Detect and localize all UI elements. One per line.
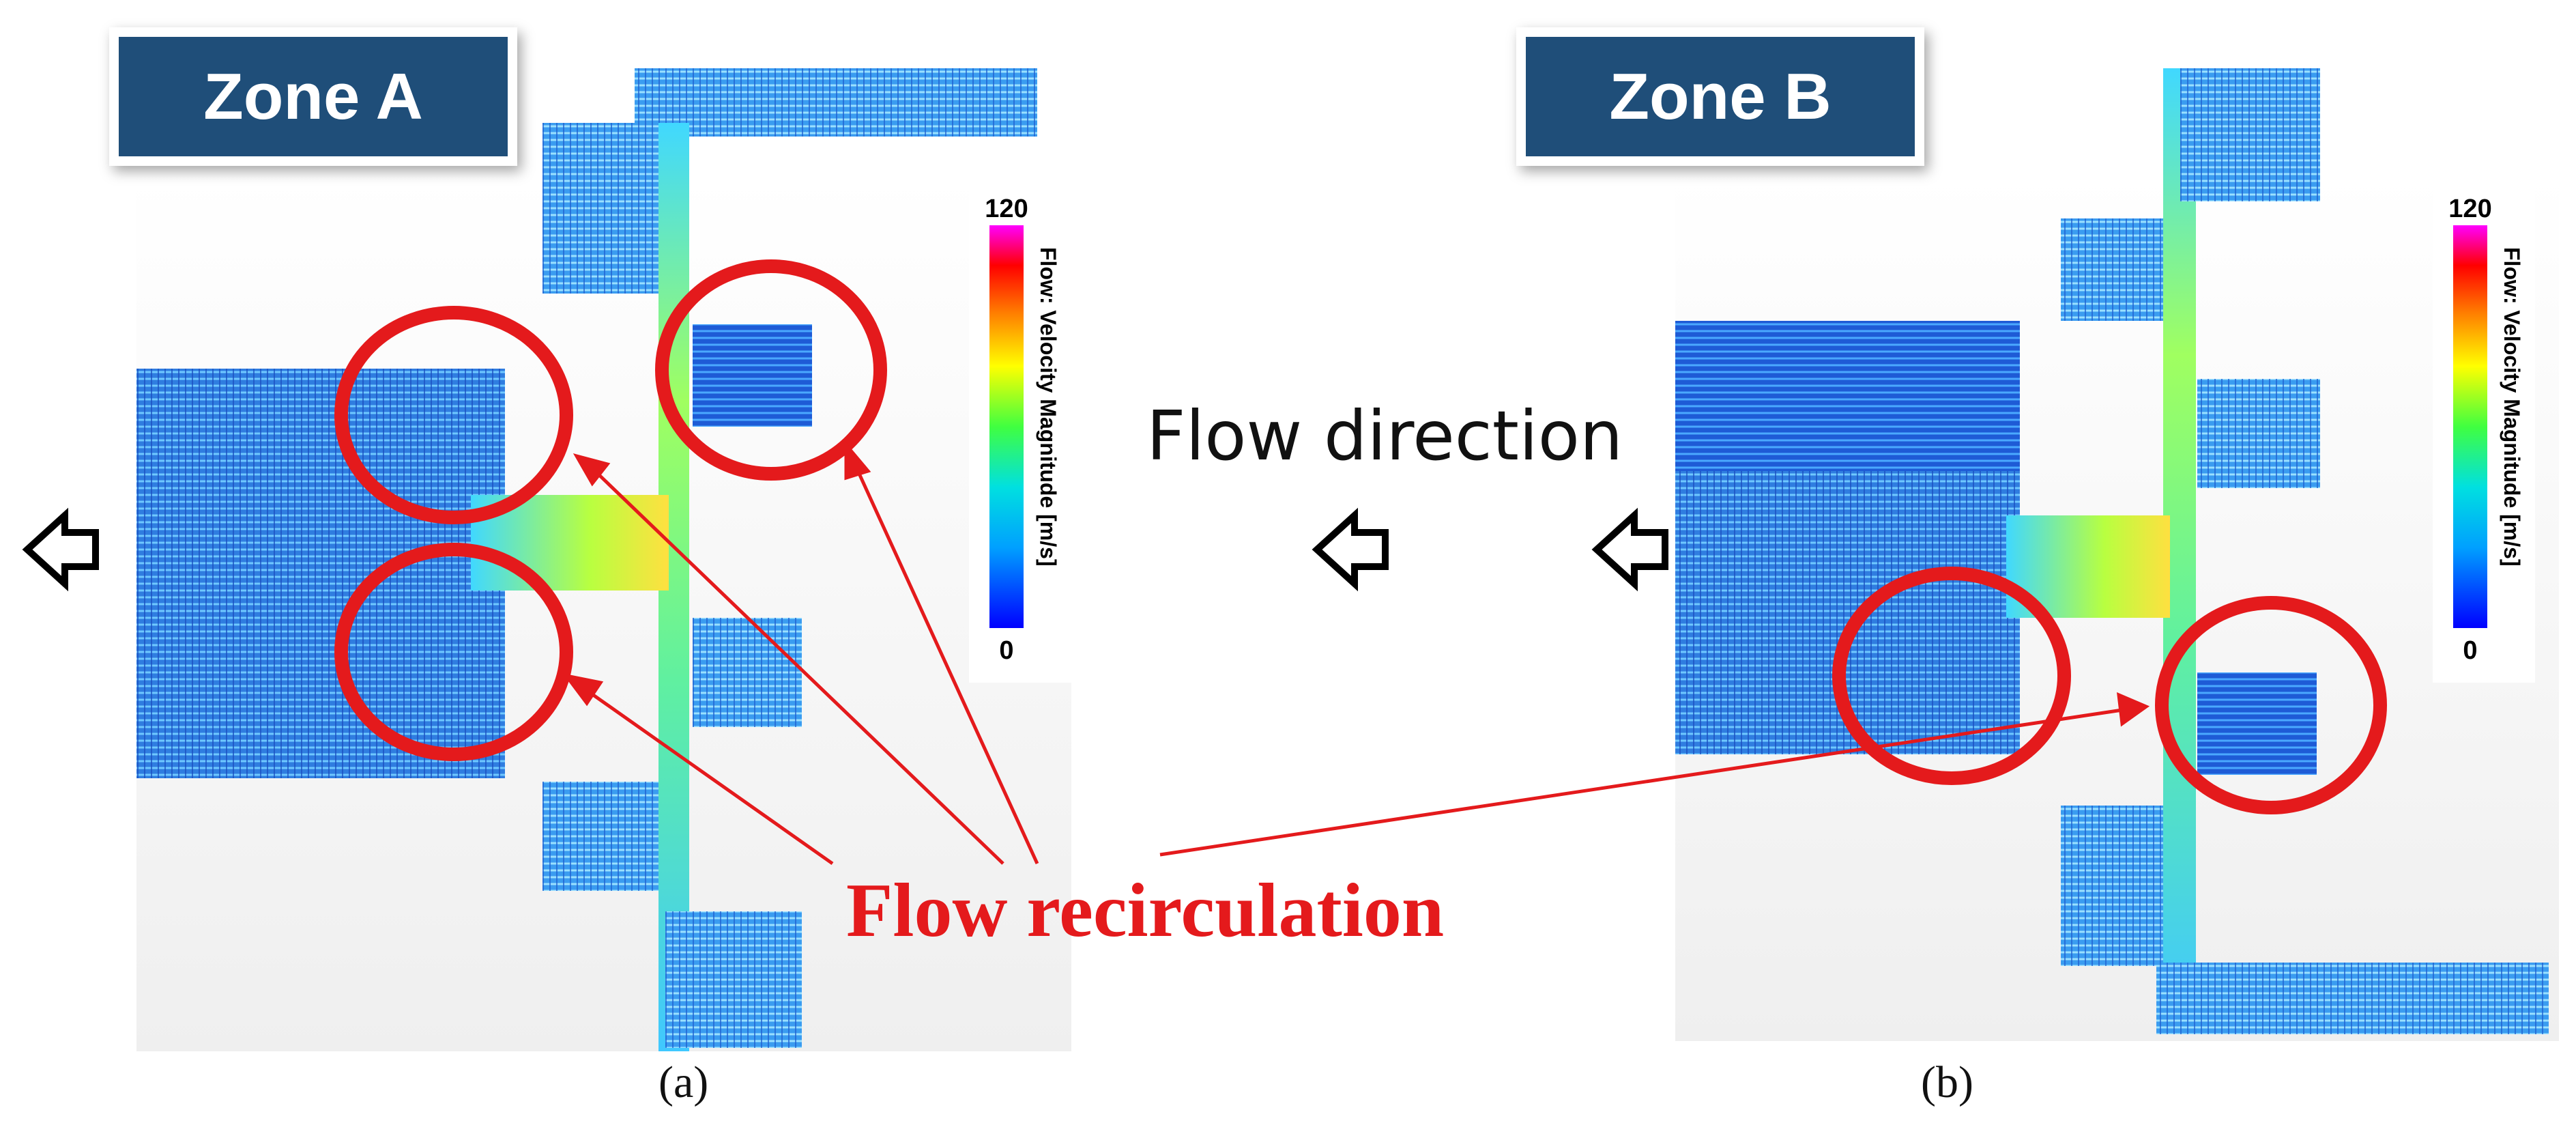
panel-a-duct-top (635, 68, 1037, 137)
panel-a: 120 0 Flow: Velocity Magnitude [m/s] (22, 68, 1071, 1051)
flow-recirculation-label: Flow recirculation (846, 868, 1445, 953)
panel-b-recirc-circle-chamber (1832, 567, 2071, 785)
panel-a-recirc-circle-upper (334, 306, 573, 524)
panel-a-legend-colorbar (989, 225, 1024, 628)
panel-a-caption: (a) (659, 1057, 709, 1107)
panel-b-branch-right (2197, 379, 2320, 488)
panel-b-main-chamber-upper (1675, 321, 2020, 471)
panel-b-velocity-legend: 120 0 Flow: Velocity Magnitude [m/s] (2433, 184, 2535, 683)
panel-a-legend-title: Flow: Velocity Magnitude [m/s] (1036, 247, 1060, 567)
panel-a-branch-upper-left (542, 123, 659, 294)
arrow-left-icon (1312, 507, 1389, 592)
arrow-to-b-box (1159, 708, 2123, 857)
zone-a-label: Zone A (109, 27, 517, 166)
arrowhead-b-box (2117, 692, 2150, 727)
panel-b-legend-min: 0 (2463, 636, 2477, 665)
zone-b-label: Zone B (1516, 27, 1924, 166)
arrowhead-a-lower (562, 673, 604, 707)
panel-b-branch-recirc-box (2197, 672, 2317, 775)
arrow-left-icon (1591, 507, 1668, 592)
panel-a-main-chamber (136, 369, 505, 778)
panel-a-branch-bottom (665, 911, 802, 1048)
panel-b-legend-colorbar (2453, 225, 2487, 628)
panel-a-recirc-circle-lower (334, 543, 573, 761)
flow-direction-label: Flow direction (1146, 396, 1623, 476)
panel-b-branch-top (2180, 68, 2320, 201)
panel-b-legend-title: Flow: Velocity Magnitude [m/s] (2500, 247, 2524, 567)
panel-a-recirc-circle-box (655, 259, 887, 481)
panel-a-velocity-legend: 120 0 Flow: Velocity Magnitude [m/s] (969, 184, 1071, 683)
arrow-to-a-lower (584, 687, 834, 866)
panel-a-branch-recirc-box (693, 324, 812, 427)
panel-b-caption: (b) (1921, 1057, 1973, 1107)
panel-b-duct-bottom (2156, 963, 2549, 1034)
panel-b-branch-upper-left (2061, 218, 2163, 321)
panel-a-branch-left-lower (542, 782, 659, 891)
panel-a-legend-min: 0 (999, 636, 1013, 665)
arrowhead-a-box (844, 440, 871, 481)
arrowhead-a-upper (573, 453, 611, 487)
arrow-to-a-box (854, 466, 1039, 865)
panel-a-branch-right-middle (693, 618, 802, 727)
panel-b: 120 0 Flow: Velocity Magnitude [m/s] (1312, 68, 2559, 1041)
arrow-left-icon (22, 507, 99, 592)
panel-b-branch-lower-left (2061, 806, 2163, 966)
arrow-to-a-upper (594, 470, 1004, 865)
annotation-arrows (562, 440, 2150, 866)
panel-a-legend-max: 120 (985, 195, 1028, 223)
panel-b-legend-max: 120 (2448, 195, 2491, 223)
panel-b-recirc-circle-box (2155, 596, 2387, 814)
